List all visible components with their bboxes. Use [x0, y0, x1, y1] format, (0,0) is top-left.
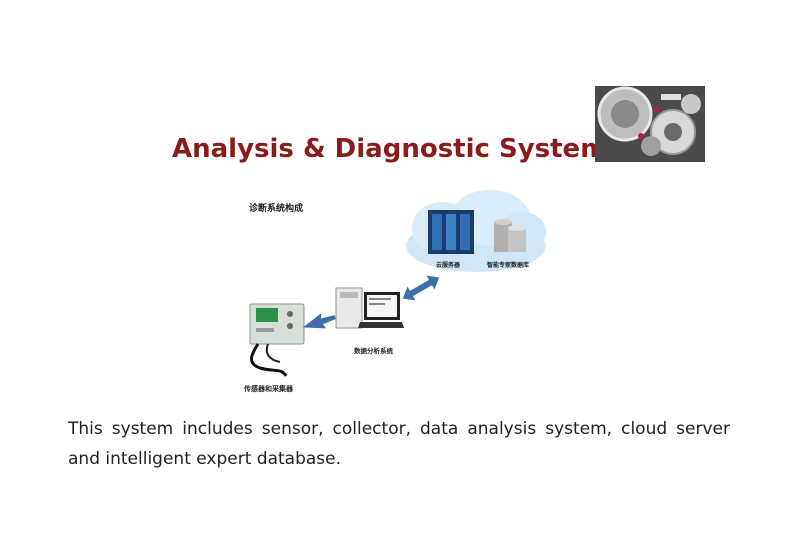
cloud-server-label: 云服务器 [436, 262, 461, 269]
sensor-collector-label: 传感器和采集器 [244, 385, 293, 393]
arrow-right-icon [302, 313, 336, 329]
page-title: Analysis & Diagnostic System [172, 134, 608, 164]
diagram-subtitle: 诊断系统构成 [249, 204, 304, 214]
analysis-system-label: 数据分析系统 [354, 347, 393, 355]
computer-icon [335, 287, 404, 329]
analyzer-device-icon [249, 303, 305, 377]
description-text: This system includes sensor, collector, … [68, 419, 730, 469]
server-rack-icon [428, 210, 474, 254]
expert-database-label: 智能专家数据库 [487, 262, 530, 269]
cloud-icon [406, 190, 546, 272]
double-arrow-icon [402, 275, 440, 301]
watch-mechanism-photo [595, 86, 705, 162]
database-icon [494, 219, 526, 252]
